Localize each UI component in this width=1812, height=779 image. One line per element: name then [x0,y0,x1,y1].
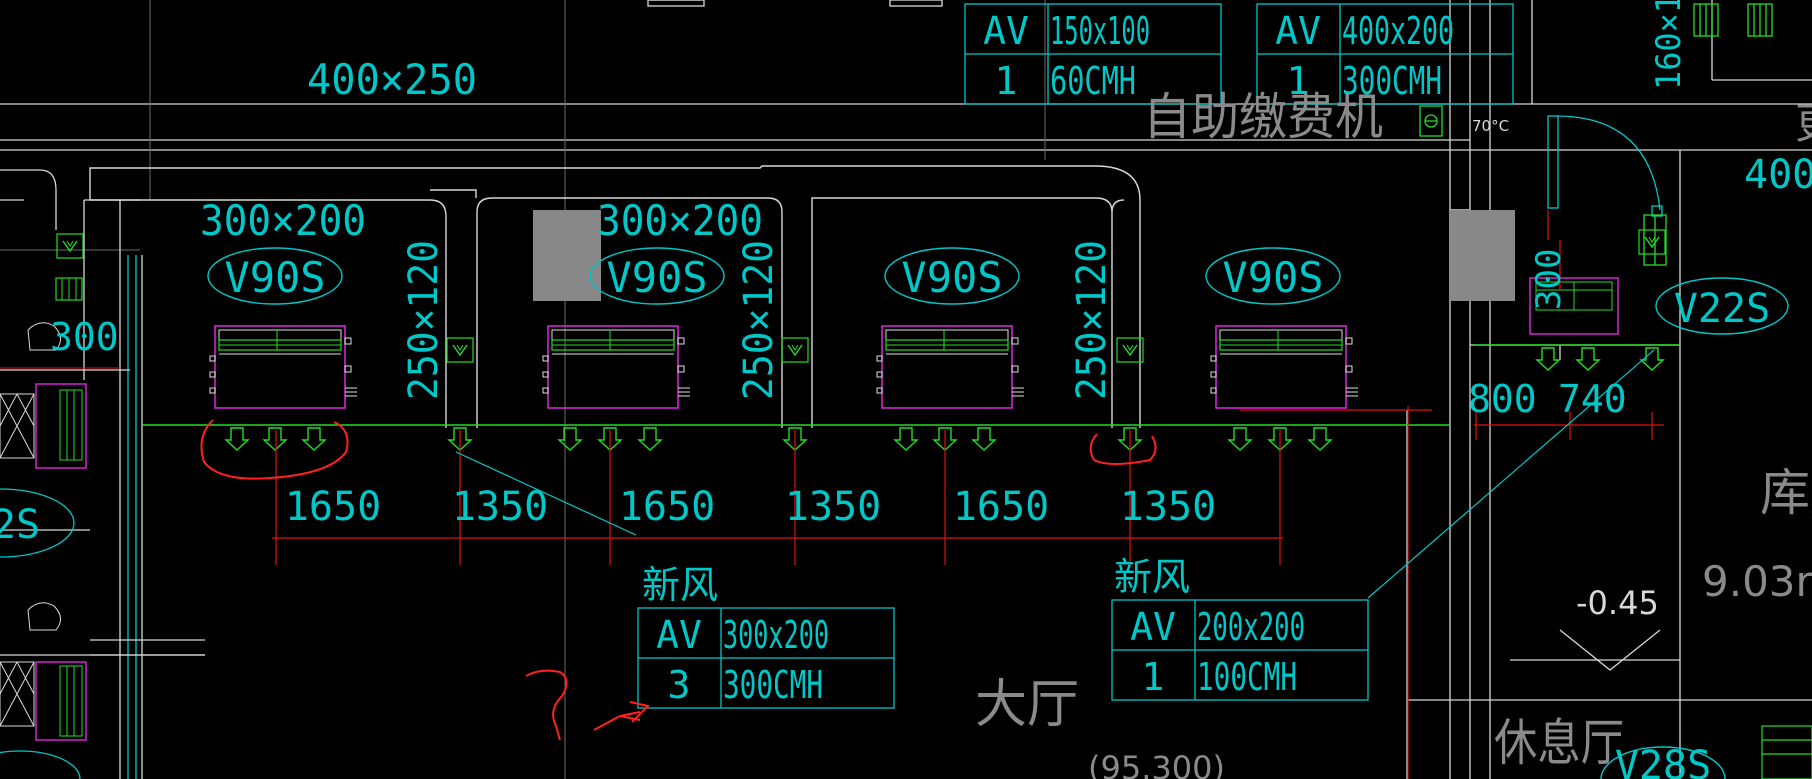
unit-model-label: V28S [1615,743,1711,779]
spacing-dimension: 1650 [285,484,381,530]
air-table-type: AV [1275,9,1321,53]
duct-size-label: 250×120 [736,240,782,400]
spacing-dimension: 1350 [452,484,548,530]
air-table-qty: 1 [1142,655,1165,699]
unit-model-label: V90S [224,253,325,302]
air-table-flow: 100CMH [1197,655,1297,699]
duct-size-label: 400×250 [307,55,477,104]
room-name: 更 [1795,99,1812,148]
air-table-size: 400x200 [1342,9,1454,53]
unit-tag-ellipses [207,247,1789,779]
duct-size-label: 250×120 [1069,240,1115,400]
unit-model-label: 2S [0,502,40,548]
duct-size-label: 160×1 [1649,0,1689,90]
duct-size-label: 400 [1744,152,1812,198]
spacing-dimension: 1650 [619,484,715,530]
air-table-qty: 1 [995,59,1018,103]
room-name: 休息厅 [1494,714,1624,772]
diffuser-box [1116,337,1144,363]
indoor-unit [209,325,358,409]
indoor-unit [876,325,1025,409]
air-table-size: 150x100 [1050,9,1150,53]
air-table-type: AV [1130,605,1176,649]
room-name: 自助缴费机 [1143,88,1383,146]
red-markup [200,419,1157,741]
indoor-unit [1210,325,1359,409]
diffuser-box [446,337,474,363]
fresh-air-label: 新风 [642,563,718,607]
air-table-qty: 1 [1287,59,1310,103]
area-label: 9.03r [1702,557,1812,606]
air-table-qty: 3 [668,663,691,707]
supply-ducts [89,165,1470,428]
unit-model-label: V22S [1674,286,1770,332]
air-table-size: 200x200 [1197,605,1305,649]
unit-model-label: V90S [1222,253,1323,302]
air-table-flow: 60CMH [1050,59,1136,103]
leader-line [455,451,637,536]
duct-size-label: 250×120 [401,240,447,400]
unit-model-label: V90S [901,253,1002,302]
leader-line [1367,349,1655,599]
air-table-type: AV [983,9,1029,53]
spacing-dimension: 1350 [785,484,881,530]
indoor-unit-small [1529,277,1619,335]
room-name: 库房 [1760,464,1812,522]
structural-column [533,210,601,301]
dimension-lines [272,210,1664,779]
dimension-label: 740 [1558,377,1627,421]
level-label: -0.45 [1576,584,1659,622]
sprinkler-symbol [1419,3,1773,137]
thin-grid-lines [0,0,1046,779]
duct-size-label: 300×200 [200,196,366,245]
air-table-type: AV [656,613,702,657]
door-swing [1547,115,1667,266]
left-riser-pipes [0,169,205,779]
air-table-grid [637,3,1514,709]
unit-model-label: V90S [606,253,707,302]
fresh-air-label: 新风 [1114,555,1190,599]
air-table-size: 300x200 [723,613,829,657]
diffuser-box [781,337,809,363]
left-side-equipment [0,233,120,779]
structural-column [1450,210,1515,301]
duct-size-label: 300×200 [597,196,763,245]
dimension-label: 800 [1468,377,1537,421]
temperature-label: 70°C [1472,117,1509,135]
air-table-flow: 300CMH [723,663,823,707]
dimension-label: 300 [1529,249,1569,310]
spacing-dimension: 1650 [953,484,1049,530]
spacing-dimension: 1350 [1120,484,1216,530]
dimension-label: 300 [50,315,119,359]
right-bottom-equipment [1761,725,1812,779]
elevation-label: (95.300) [1088,749,1225,779]
room-name: 大厅 [975,675,1079,735]
air-table-flow: 300CMH [1342,59,1442,103]
